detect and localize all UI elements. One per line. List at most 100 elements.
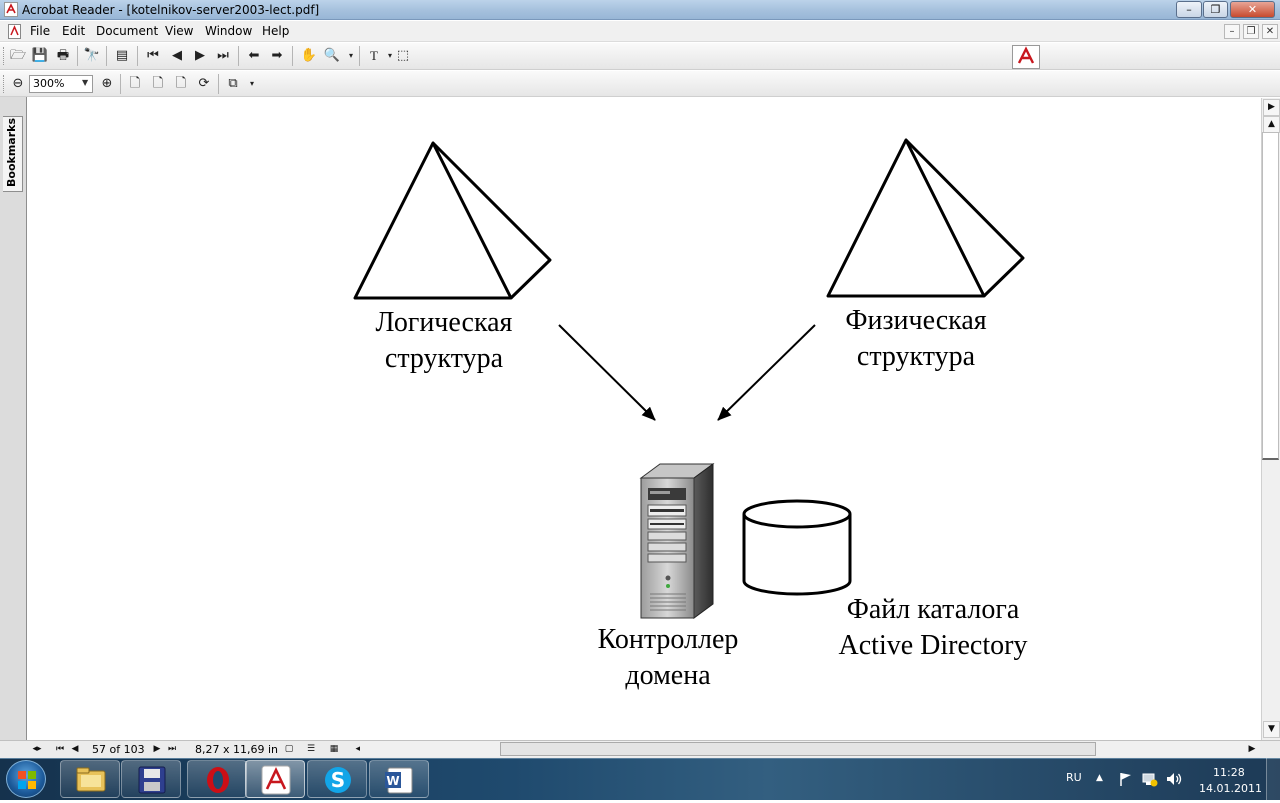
- scroll-right-icon[interactable]: ▶: [1248, 744, 1256, 754]
- fit-page-icon[interactable]: 🗋: [152, 76, 164, 91]
- minimize-button[interactable]: –: [1176, 1, 1202, 18]
- open-icon[interactable]: 🗁: [9, 48, 27, 63]
- doc-minimize-button[interactable]: –: [1224, 24, 1240, 39]
- status-previous-page-icon[interactable]: ◀: [71, 744, 79, 754]
- resize-panel-icon[interactable]: ◂▸: [32, 744, 42, 754]
- print-icon[interactable]: 🖶: [56, 48, 70, 63]
- show-navigation-pane-icon[interactable]: ▤: [115, 48, 129, 63]
- toolbar-separator: [120, 74, 121, 94]
- last-page-icon[interactable]: ⏭: [217, 48, 229, 63]
- opera-icon: [207, 767, 229, 793]
- zoom-dropdown-icon[interactable]: ▼: [82, 78, 89, 87]
- page-layout-icon[interactable]: ⧉: [228, 76, 238, 91]
- fit-width-icon[interactable]: 🗋: [175, 76, 187, 91]
- restore-button[interactable]: ❐: [1203, 1, 1228, 18]
- zoom-in-tool-icon[interactable]: 🔍: [323, 48, 341, 63]
- close-button[interactable]: ✕: [1230, 1, 1275, 18]
- doc-restore-button[interactable]: ❐: [1243, 24, 1259, 39]
- status-last-page-icon[interactable]: ⏭: [167, 744, 177, 754]
- document-page-view[interactable]: Логическая структура Физическая структур…: [28, 98, 1261, 740]
- previous-page-icon[interactable]: ◀: [172, 48, 182, 63]
- search-binoculars-icon[interactable]: 🔭: [83, 48, 101, 63]
- menu-window[interactable]: Window: [205, 24, 253, 38]
- save-icon[interactable]: 💾: [31, 48, 49, 63]
- document-pdf-icon[interactable]: [8, 24, 21, 39]
- menu-edit[interactable]: Edit: [62, 24, 86, 38]
- main-toolbar: 🗁 💾 🖶 🔭 ▤ ⏮ ◀ ▶ ⏭ ⬅ ➡ ✋ 🔍 ▾ T ▾ ⬚: [0, 43, 1280, 70]
- windows-logo-icon: [18, 771, 36, 789]
- status-next-page-icon[interactable]: ▶: [153, 744, 161, 754]
- menu-document[interactable]: Document: [96, 24, 159, 38]
- file-explorer-icon: [76, 767, 106, 792]
- facing-layout-icon[interactable]: ▦: [329, 744, 339, 754]
- toolbar-grip[interactable]: [3, 47, 6, 65]
- menu-file[interactable]: File: [30, 24, 51, 38]
- physical-label-line2: структура: [856, 341, 976, 372]
- taskbar-explorer[interactable]: [60, 760, 120, 798]
- go-back-icon[interactable]: ⬅: [248, 48, 260, 63]
- scroll-down-icon[interactable]: ▼: [1263, 721, 1280, 738]
- single-page-layout-icon[interactable]: ▢: [284, 744, 294, 754]
- zoom-out-icon[interactable]: ⊖: [12, 76, 24, 91]
- action-center-flag-icon[interactable]: [1118, 771, 1134, 787]
- language-indicator[interactable]: RU: [1066, 771, 1082, 784]
- go-forward-icon[interactable]: ➡: [271, 48, 283, 63]
- toolbar-grip[interactable]: [3, 75, 6, 93]
- text-select-dropdown-icon[interactable]: ▾: [387, 51, 392, 60]
- snapshot-tool-icon[interactable]: ⬚: [396, 48, 410, 63]
- bookmarks-tab-label: Bookmarks: [5, 118, 18, 187]
- text-select-tool-icon[interactable]: T: [370, 48, 378, 63]
- show-desktop-button[interactable]: [1266, 758, 1280, 800]
- window-title-bar[interactable]: Acrobat Reader - [kotelnikov-server2003-…: [0, 0, 1280, 20]
- view-toolbar: ⊖ ⊕ 🗋 🗋 🗋 ⟳ ⧉ ▾: [0, 71, 1280, 97]
- taskbar-opera[interactable]: [187, 760, 247, 798]
- volume-icon[interactable]: [1165, 771, 1183, 787]
- bookmarks-tab[interactable]: Bookmarks: [3, 116, 23, 192]
- next-page-icon[interactable]: ▶: [195, 48, 205, 63]
- network-icon[interactable]: [1141, 770, 1159, 788]
- start-button[interactable]: [6, 760, 46, 798]
- menu-bar: File Edit Document View Window Help – ❐ …: [0, 21, 1280, 42]
- logical-structure-pyramid: [353, 141, 552, 300]
- taskbar-save-app[interactable]: [121, 760, 181, 798]
- status-first-page-icon[interactable]: ⏮: [55, 744, 65, 754]
- vertical-scroll-thumb[interactable]: [1262, 132, 1279, 460]
- acrobat-app-icon: [4, 2, 18, 17]
- zoom-in-icon[interactable]: ⊕: [101, 76, 113, 91]
- first-page-icon[interactable]: ⏮: [147, 48, 159, 63]
- physical-structure-pyramid: [826, 138, 1025, 298]
- physical-structure-label: Физическая структура: [816, 303, 1016, 375]
- menu-view[interactable]: View: [165, 24, 194, 38]
- zoom-input[interactable]: 300%: [29, 75, 93, 93]
- server-tower-icon: [639, 463, 715, 619]
- scroll-up-icon[interactable]: ▲: [1263, 116, 1280, 133]
- toolbar-separator: [218, 74, 219, 94]
- horizontal-scroll-thumb[interactable]: [500, 742, 1096, 756]
- taskbar-skype[interactable]: S: [307, 760, 367, 798]
- controller-label-line2: домена: [625, 660, 711, 691]
- logical-structure-label: Логическая структура: [344, 305, 544, 377]
- page-layout-dropdown-icon[interactable]: ▾: [249, 79, 254, 88]
- catalog-label-line1: Файл каталога: [846, 594, 1020, 625]
- database-cylinder-icon: [742, 499, 852, 596]
- zoom-tool-dropdown-icon[interactable]: ▾: [348, 51, 353, 60]
- svg-text:S: S: [331, 768, 345, 792]
- doc-close-button[interactable]: ✕: [1262, 24, 1278, 39]
- actual-size-icon[interactable]: 🗋: [129, 76, 141, 91]
- menu-help[interactable]: Help: [262, 24, 290, 38]
- show-hidden-icons-icon[interactable]: ▲: [1096, 773, 1103, 783]
- save-floppy-icon: [138, 766, 166, 794]
- clock-date[interactable]: 14.01.2011: [1199, 782, 1262, 795]
- adobe-logo-icon[interactable]: [1012, 45, 1040, 69]
- scroll-left-icon[interactable]: ◀: [355, 744, 363, 754]
- rotate-view-icon[interactable]: ⟳: [198, 76, 210, 91]
- continuous-layout-icon[interactable]: ☰: [306, 744, 316, 754]
- taskbar-word[interactable]: W: [369, 760, 429, 798]
- page-indicator[interactable]: 57 of 103: [92, 743, 145, 756]
- clock-time[interactable]: 11:28: [1213, 766, 1245, 779]
- taskbar-acrobat-reader[interactable]: [245, 760, 305, 798]
- hand-tool-icon[interactable]: ✋: [300, 48, 318, 63]
- controller-label-line1: Контроллер: [597, 624, 739, 655]
- split-pane-arrow-icon[interactable]: ▶: [1263, 99, 1280, 116]
- catalog-label-line2: Active Directory: [838, 630, 1028, 661]
